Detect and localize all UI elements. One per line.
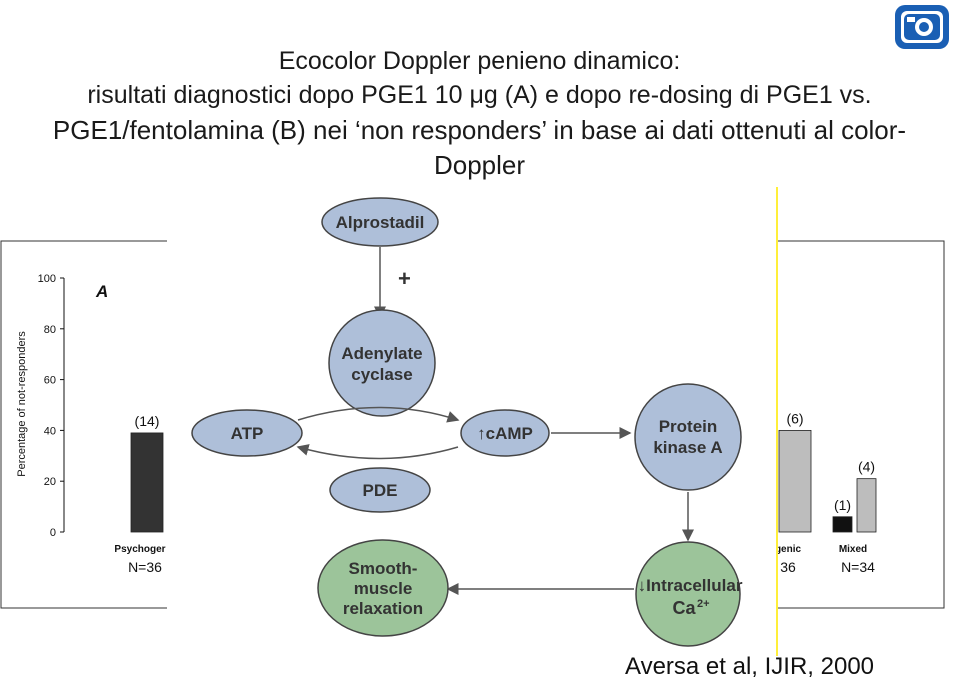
y-tick-label: 40 — [44, 425, 56, 437]
arrow-camp-to-atp — [296, 444, 459, 460]
smooth-label-2: muscle — [354, 579, 413, 598]
smooth-label-3: relaxation — [343, 599, 423, 618]
node-atp: ATP — [191, 409, 303, 457]
node-intracellular-ca: ↓Intracellular Ca 2+ — [635, 541, 743, 647]
title-line-1: Ecocolor Doppler penieno dinamico: — [278, 47, 681, 75]
n-label: N=36 — [128, 559, 162, 575]
y-tick-label: 100 — [38, 273, 56, 285]
title-line-4: Doppler — [433, 150, 526, 180]
n-label: 36 — [780, 559, 796, 575]
slide-title: Ecocolor Doppler penieno dinamico: risul… — [0, 44, 959, 182]
y-tick-label: 60 — [44, 375, 56, 387]
y-axis-label: Percentage of not-responders — [16, 331, 28, 477]
camp-label: ↑cAMP — [477, 424, 533, 443]
camera-logo-icon — [895, 5, 949, 49]
citation: Aversa et al, IJIR, 2000 — [625, 653, 875, 680]
node-pde: PDE — [329, 467, 431, 513]
ca-superscript: 2+ — [697, 598, 710, 610]
n-label: N=34 — [841, 559, 875, 575]
node-alprostadil: Alprostadil — [321, 197, 439, 247]
bar-count-label: (4) — [858, 459, 875, 475]
ca-label-1: ↓Intracellular — [638, 576, 743, 595]
plus-sign: + — [398, 266, 411, 291]
adenylate-label-2: cyclase — [351, 365, 412, 384]
arrow-atp-to-camp — [297, 406, 460, 423]
category-label: Mixed — [839, 544, 867, 555]
category-label: genic — [775, 544, 802, 555]
ca-label-2: Ca — [672, 598, 696, 618]
title-line-2: risultati diagnostici dopo PGE1 10 μg (A… — [87, 81, 872, 109]
bar — [832, 516, 853, 533]
bar — [778, 429, 812, 533]
smooth-label-1: Smooth- — [349, 559, 418, 578]
y-tick-label: 80 — [44, 324, 56, 336]
node-camp: ↑cAMP — [460, 409, 550, 457]
alprostadil-label: Alprostadil — [336, 213, 425, 232]
title-line-3: PGE1/fentolamina (B) nei ‘non responders… — [52, 115, 907, 145]
category-label: Psychoger — [114, 544, 165, 555]
node-smooth-muscle-relaxation: Smooth- muscle relaxation — [317, 539, 449, 637]
y-tick-label: 0 — [50, 527, 56, 539]
bar — [856, 478, 877, 533]
bar-count-label: (14) — [135, 413, 160, 429]
pka-label-2: kinase A — [653, 438, 722, 457]
atp-label: ATP — [231, 424, 264, 443]
bar — [130, 432, 164, 533]
bar-count-label: (1) — [834, 497, 851, 513]
pde-label: PDE — [363, 481, 398, 500]
panel-label: A — [95, 282, 108, 301]
adenylate-label-1: Adenylate — [341, 344, 422, 363]
pka-label-1: Protein — [659, 417, 718, 436]
bar-count-label: (6) — [786, 410, 803, 426]
node-protein-kinase-a: Protein kinase A — [634, 383, 742, 491]
node-adenylate-cyclase: Adenylate cyclase — [328, 309, 436, 417]
y-tick-label: 20 — [44, 476, 56, 488]
